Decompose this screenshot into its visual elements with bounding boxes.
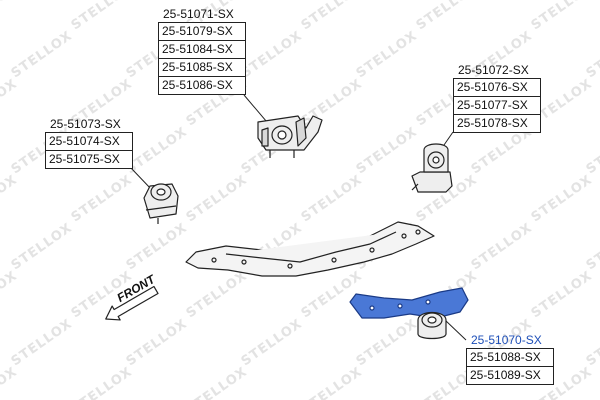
part-number-cell: 25-51074-SX	[49, 134, 120, 148]
leader-rear	[444, 319, 467, 341]
part-number-cell: 25-51077-SX	[454, 96, 540, 114]
part-number-cell: 25-51088-SX	[470, 350, 541, 364]
part-number-rear-head: 25-51070-SX	[471, 333, 542, 347]
front-arrow-icon	[105, 285, 159, 321]
part-number-right-head: 25-51072-SX	[458, 63, 529, 77]
part-number-table-rear: 25-51088-SX 25-51089-SX	[466, 348, 554, 385]
part-number-table-right: 25-51076-SX 25-51077-SX 25-51078-SX	[453, 78, 541, 133]
part-number-cell: 25-51075-SX	[46, 150, 132, 168]
part-number-cell: 25-51085-SX	[159, 58, 245, 76]
part-number-cell: 25-51079-SX	[162, 24, 233, 38]
part-number-cell: 25-51078-SX	[454, 114, 540, 132]
part-number-cell: 25-51084-SX	[159, 40, 245, 58]
part-number-left-head: 25-51073-SX	[50, 117, 121, 131]
rubber-bushing-mount-icon	[143, 183, 179, 224]
part-number-cell: 25-51086-SX	[159, 76, 245, 94]
rear-transmission-mount-icon	[349, 287, 469, 319]
engine-mount-bracket-icon	[257, 115, 323, 158]
part-number-top-head: 25-51071-SX	[163, 7, 234, 21]
part-number-table-left: 25-51074-SX 25-51075-SX	[45, 132, 133, 169]
part-number-cell: 25-51089-SX	[467, 366, 553, 384]
subframe-crossmember-icon	[185, 221, 435, 277]
part-number-table-top: 25-51079-SX 25-51084-SX 25-51085-SX 25-5…	[158, 22, 246, 95]
rear-bushing-icon	[417, 311, 447, 340]
part-number-cell: 25-51076-SX	[457, 80, 528, 94]
leader-left	[130, 167, 153, 191]
cylindrical-mount-icon	[411, 143, 453, 193]
